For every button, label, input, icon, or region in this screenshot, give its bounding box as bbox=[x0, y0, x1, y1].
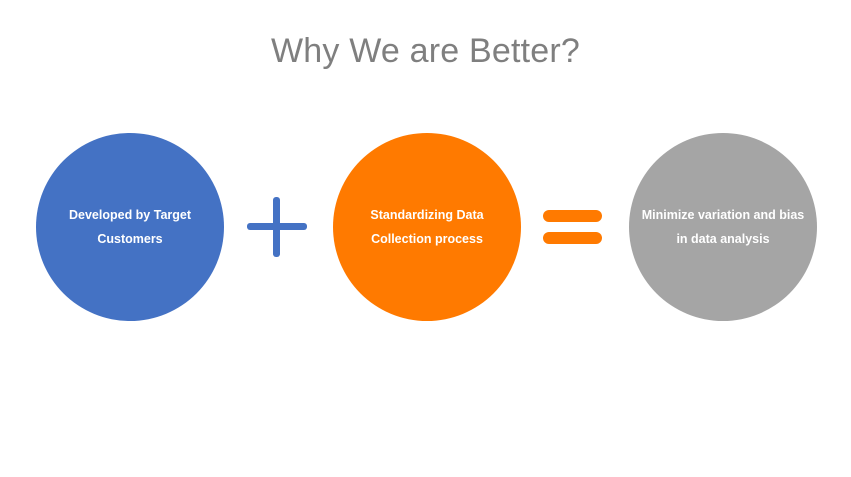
equals-icon bbox=[543, 210, 602, 246]
equals-top-bar bbox=[543, 210, 602, 222]
circle-minimize-variation: Minimize variation and bias in data anal… bbox=[629, 133, 817, 321]
circle-label: Developed by Target Customers bbox=[68, 208, 192, 246]
plus-vertical-bar bbox=[273, 197, 280, 257]
equals-bottom-bar bbox=[543, 232, 602, 244]
circle-label: Minimize variation and bias in data anal… bbox=[641, 208, 805, 246]
circle-label: Standardizing Data Collection process bbox=[370, 208, 484, 246]
slide-title: Why We are Better? bbox=[270, 32, 581, 70]
plus-icon bbox=[247, 197, 307, 257]
circle-standardizing-data: Standardizing Data Collection process bbox=[333, 133, 521, 321]
circle-target-customers: Developed by Target Customers bbox=[36, 133, 224, 321]
